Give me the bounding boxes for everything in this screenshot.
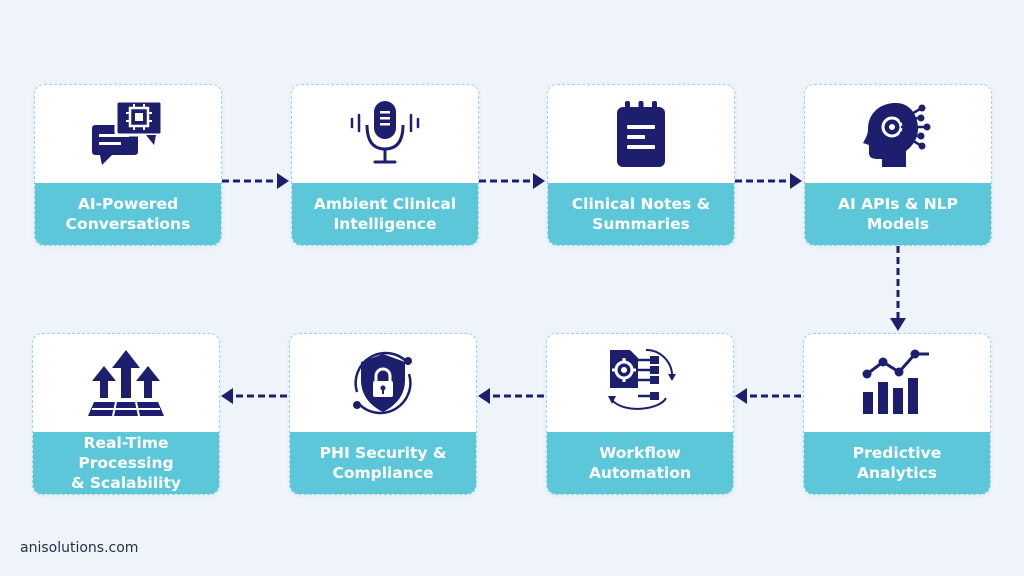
step-icon-area xyxy=(290,334,476,432)
shield-lock-icon xyxy=(353,351,412,415)
step-label-band: AI-Powered Conversations xyxy=(35,183,221,245)
step-icon-area xyxy=(547,334,733,432)
step-card-ai-conversations: AI-Powered Conversations xyxy=(34,84,222,246)
workflow-gear-icon xyxy=(608,348,676,410)
step-card-workflow-automation: Workflow Automation xyxy=(546,333,734,495)
step-label-band: Real-Time Processing & Scalability xyxy=(33,432,219,494)
step-label: AI-Powered Conversations xyxy=(65,195,191,233)
microphone-icon xyxy=(350,101,420,164)
step-label-band: Predictive Analytics xyxy=(804,432,990,494)
step-card-clinical-notes: Clinical Notes & Summaries xyxy=(547,84,735,246)
step-card-ai-apis: AI APIs & NLP Models xyxy=(804,84,992,246)
step-icon-area xyxy=(548,85,734,183)
step-label: Predictive Analytics xyxy=(852,444,942,482)
step-label: Workflow Automation xyxy=(588,444,692,482)
arrow-4-to-5 xyxy=(890,246,906,331)
chat-chip-icon xyxy=(92,99,164,165)
arrow-6-to-7 xyxy=(478,388,544,404)
step-label: Clinical Notes & Summaries xyxy=(571,195,711,233)
arrow-5-to-6 xyxy=(735,388,801,404)
step-icon-area xyxy=(804,334,990,432)
step-label-band: PHI Security & Compliance xyxy=(290,432,476,494)
notepad-icon xyxy=(617,101,665,167)
step-card-phi-security: PHI Security & Compliance xyxy=(289,333,477,495)
arrow-7-to-8 xyxy=(221,388,287,404)
step-icon-area xyxy=(292,85,478,183)
step-card-real-time-processing: Real-Time Processing & Scalability xyxy=(32,333,220,495)
step-label: Real-Time Processing & Scalability xyxy=(70,434,182,492)
step-label: Ambient Clinical Intelligence xyxy=(313,195,457,233)
scaling-arrows-icon xyxy=(88,350,164,417)
arrow-2-to-3 xyxy=(479,173,545,189)
arrow-3-to-4 xyxy=(735,173,802,189)
step-icon-area xyxy=(35,85,221,183)
step-card-predictive-analytics: Predictive Analytics xyxy=(803,333,991,495)
step-label-band: Ambient Clinical Intelligence xyxy=(292,183,478,245)
step-label-band: AI APIs & NLP Models xyxy=(805,183,991,245)
arrow-1-to-2 xyxy=(222,173,289,189)
step-label-band: Clinical Notes & Summaries xyxy=(548,183,734,245)
footer-site-url: anisolutions.com xyxy=(20,540,139,556)
step-icon-area xyxy=(805,85,991,183)
step-label: PHI Security & Compliance xyxy=(319,444,447,482)
bar-chart-trend-icon xyxy=(862,349,929,414)
step-label-band: Workflow Automation xyxy=(547,432,733,494)
step-label: AI APIs & NLP Models xyxy=(837,195,959,233)
step-card-ambient-intelligence: Ambient Clinical Intelligence xyxy=(291,84,479,246)
step-icon-area xyxy=(33,334,219,432)
ai-head-icon xyxy=(863,103,931,167)
